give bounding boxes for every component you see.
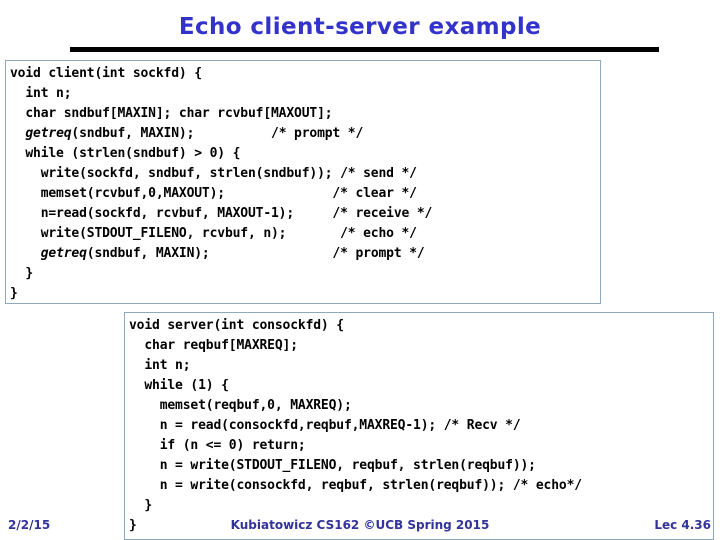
code-line: } xyxy=(129,518,137,533)
footer-attribution: Kubiatowicz CS162 ©UCB Spring 2015 xyxy=(230,518,490,532)
code-line: } xyxy=(129,498,153,513)
client-code-listing: void client(int sockfd) { int n; char sn… xyxy=(6,61,600,303)
code-line: char sndbuf[MAXIN]; char rcvbuf[MAXOUT]; xyxy=(10,106,333,121)
code-line: while (1) { xyxy=(129,378,229,393)
code-line: getreq(sndbuf, MAXIN); /* prompt */ xyxy=(25,126,364,141)
code-line: n = write(STDOUT_FILENO, reqbuf, strlen(… xyxy=(129,458,536,473)
code-line: memset(reqbuf,0, MAXREQ); xyxy=(129,398,352,413)
client-code-block: void client(int sockfd) { int n; char sn… xyxy=(5,60,601,304)
server-code-block: void server(int consockfd) { char reqbuf… xyxy=(124,312,714,540)
code-line: n = write(consockfd, reqbuf, strlen(reqb… xyxy=(129,478,582,493)
code-line: } xyxy=(10,286,18,301)
code-line: void server(int consockfd) { xyxy=(129,318,344,333)
title-underline-rule xyxy=(70,47,659,52)
code-line: n=read(sockfd, rcvbuf, MAXOUT-1); /* rec… xyxy=(10,206,433,221)
code-line: getreq(sndbuf, MAXIN); /* prompt */ xyxy=(40,246,425,261)
footer-lecture-number: Lec 4.36 xyxy=(654,518,711,532)
code-line: write(sockfd, sndbuf, strlen(sndbuf)); /… xyxy=(10,166,417,181)
server-code-listing: void server(int consockfd) { char reqbuf… xyxy=(125,313,713,536)
code-line: while (strlen(sndbuf) > 0) { xyxy=(10,146,241,161)
code-line: n = read(consockfd,reqbuf,MAXREQ-1); /* … xyxy=(129,418,521,433)
code-emphasis-token: getreq xyxy=(25,126,72,141)
code-line: int n; xyxy=(10,86,72,101)
code-line: void client(int sockfd) { xyxy=(10,66,202,81)
page-title: Echo client-server example xyxy=(178,14,542,40)
code-line: if (n <= 0) return; xyxy=(129,438,306,453)
code-line: write(STDOUT_FILENO, rcvbuf, n); /* echo… xyxy=(10,226,417,241)
code-line: int n; xyxy=(129,358,191,373)
footer-date: 2/2/15 xyxy=(8,518,51,532)
code-line: char reqbuf[MAXREQ]; xyxy=(129,338,298,353)
code-line: memset(rcvbuf,0,MAXOUT); /* clear */ xyxy=(10,186,417,201)
code-emphasis-token: getreq xyxy=(40,246,87,261)
code-line: } xyxy=(10,266,34,281)
